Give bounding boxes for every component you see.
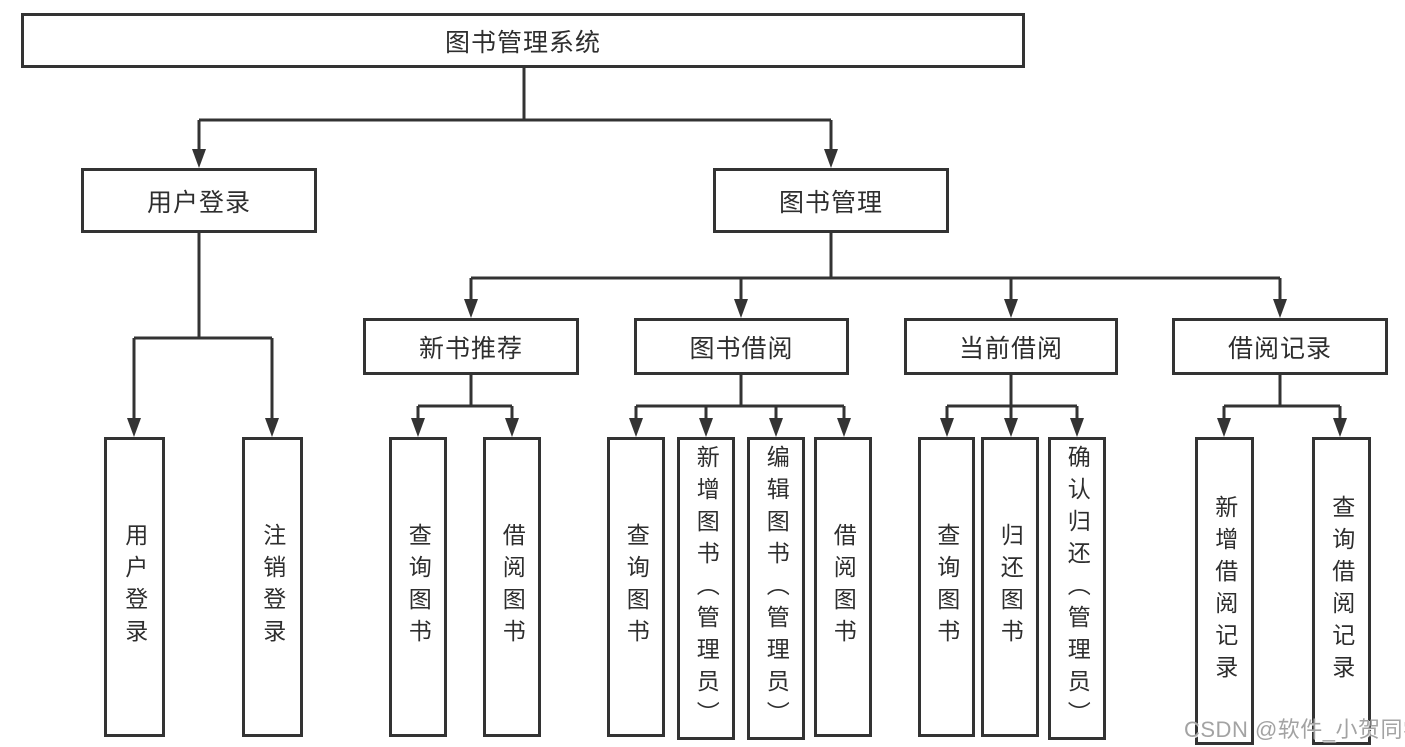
leaf-edit-book-admin-label: 编辑图书（管理员） [763,444,790,733]
node-borrowing-records-label: 借阅记录 [1227,334,1332,363]
node-current-borrowing: 当前借阅 [904,318,1118,375]
leaf-logout-label: 注销登录 [259,523,286,651]
leaf-borrow-books-label: 借阅图书 [830,523,857,651]
leaf-borrow-books-recommend-label: 借阅图书 [499,523,526,651]
node-library-system-label: 图书管理系统 [444,28,601,57]
leaf-return-book-label: 归还图书 [997,523,1024,651]
leaf-add-borrow-record-label: 新增借阅记录 [1211,495,1238,687]
leaf-confirm-return-admin-label: 确认归还（管理员） [1064,444,1091,733]
leaf-query-borrow-record: 查询借阅记录 [1312,437,1371,745]
node-library-system: 图书管理系统 [21,13,1025,68]
leaf-logout: 注销登录 [242,437,303,737]
node-current-borrowing-label: 当前借阅 [958,334,1063,363]
leaf-query-books-recommend-label: 查询图书 [405,523,432,651]
tree-edges [132,68,1342,421]
leaf-borrow-books-recommend: 借阅图书 [483,437,541,737]
leaf-confirm-return-admin: 确认归还（管理员） [1048,437,1106,740]
leaf-query-books-borrowing-label: 查询图书 [623,523,650,651]
leaf-query-borrow-record-label: 查询借阅记录 [1328,495,1355,687]
leaf-return-book: 归还图书 [981,437,1039,737]
node-book-management: 图书管理 [713,168,949,233]
node-book-borrowing: 图书借阅 [634,318,849,375]
leaf-add-book-admin: 新增图书（管理员） [677,437,735,740]
node-user-login-label: 用户登录 [146,188,251,217]
leaf-query-books-current-label: 查询图书 [933,523,960,651]
arrowheads [127,149,1347,437]
leaf-user-login-label: 用户登录 [121,523,148,651]
leaf-borrow-books: 借阅图书 [814,437,872,737]
leaf-add-book-admin-label: 新增图书（管理员） [693,444,720,733]
leaf-query-books-borrowing: 查询图书 [607,437,665,737]
leaf-edit-book-admin: 编辑图书（管理员） [747,437,805,740]
node-new-book-recommend-label: 新书推荐 [418,334,523,363]
leaf-add-borrow-record: 新增借阅记录 [1195,437,1254,745]
node-book-borrowing-label: 图书借阅 [689,334,794,363]
leaf-user-login: 用户登录 [104,437,165,737]
node-borrowing-records: 借阅记录 [1172,318,1388,375]
node-book-management-label: 图书管理 [778,188,883,217]
node-new-book-recommend: 新书推荐 [363,318,579,375]
leaf-query-books-current: 查询图书 [918,437,975,737]
watermark: CSDN @软件_小贺同学 [1184,717,1405,742]
node-user-login: 用户登录 [81,168,317,233]
leaf-query-books-recommend: 查询图书 [389,437,447,737]
